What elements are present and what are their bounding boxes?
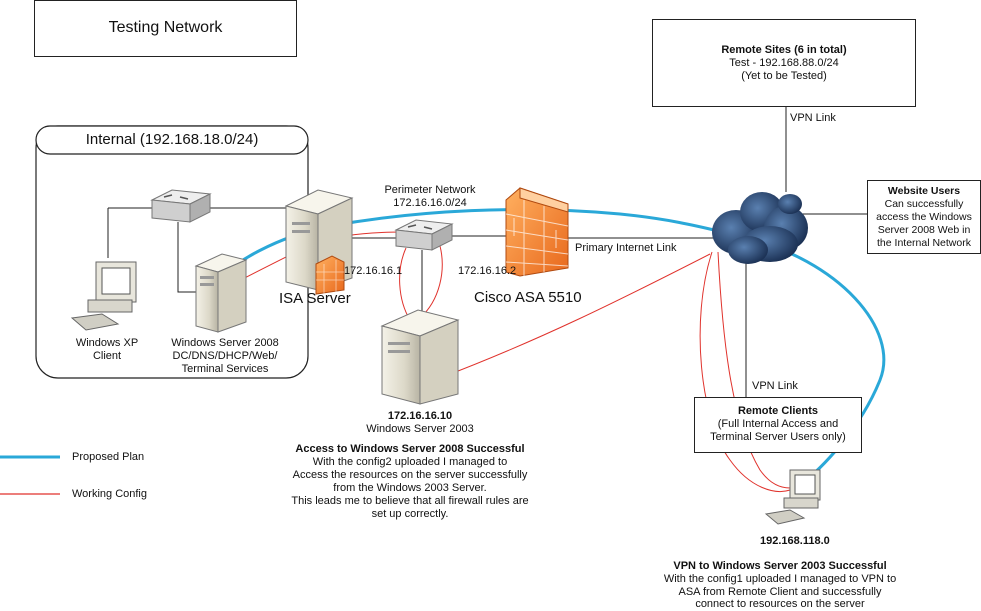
title-box: Testing Network xyxy=(34,0,297,57)
isa-server-label: ISA Server xyxy=(279,290,351,307)
vpn-note-title: VPN to Windows Server 2003 Successful xyxy=(673,560,887,572)
remote-client-workstation-icon xyxy=(764,469,821,525)
perimeter-network-subnet: 172.16.16.0/24 xyxy=(393,197,467,209)
remote-sites-status: (Yet to be Tested) xyxy=(741,70,827,82)
internal-switch-icon xyxy=(150,189,212,223)
win2003-name-label: Windows Server 2003 xyxy=(366,423,474,435)
website-users-title: Website Users xyxy=(887,185,961,197)
vpn-note-line1: With the config1 uploaded I managed to V… xyxy=(663,573,897,585)
remote-clients-box: Remote Clients (Full Internal Access and… xyxy=(694,397,862,453)
vpn-link-label-top: VPN Link xyxy=(790,112,836,124)
legend-proposed-label: Proposed Plan xyxy=(72,451,145,463)
perimeter-switch-icon xyxy=(394,219,454,251)
remote-sites-subnet: Test - 192.168.88.0/24 xyxy=(729,57,839,69)
windows-xp-workstation-icon xyxy=(70,261,137,331)
remote-client-ip-label: 192.168.118.0 xyxy=(760,535,830,547)
cisco-asa-label: Cisco ASA 5510 xyxy=(474,289,582,306)
website-users-box: Website Users Can successfully access th… xyxy=(867,180,981,254)
remote-sites-box: Remote Sites (6 in total) Test - 192.168… xyxy=(652,19,916,107)
website-users-line4: Server 2008 Web in xyxy=(877,224,971,236)
win2008-label-1: Windows Server 2008 xyxy=(171,337,279,349)
website-users-line2: Can successfully xyxy=(884,198,964,210)
remote-sites-title: Remote Sites (6 in total) xyxy=(721,44,847,56)
perimeter-network-label: Perimeter Network xyxy=(384,184,476,196)
network-links xyxy=(107,106,868,398)
vpn-note-line3: connect to resources on the server xyxy=(695,598,865,610)
access-note-line1: With the config2 uploaded I managed to xyxy=(312,456,508,468)
legend-working-label: Working Config xyxy=(72,488,147,500)
access-note-line4: This leads me to believe that all firewa… xyxy=(291,495,529,507)
internal-network-label: Internal (192.168.18.0/24) xyxy=(85,131,259,148)
isa-firewall-icon xyxy=(315,255,345,295)
access-note-line2: Access the resources on the server succe… xyxy=(292,469,528,481)
primary-internet-link-label: Primary Internet Link xyxy=(575,242,677,254)
win2008-label-3: Terminal Services xyxy=(181,363,269,375)
remote-clients-title: Remote Clients xyxy=(737,405,819,417)
working-path-internet-client xyxy=(699,251,791,492)
win2003-ip-label: 172.16.16.10 xyxy=(387,410,453,422)
asa-ip-label: 172.16.16.2 xyxy=(458,265,517,277)
remote-clients-line2: (Full Internal Access and xyxy=(717,418,839,430)
diagram-title: Testing Network xyxy=(108,19,223,36)
website-users-line5: the Internal Network xyxy=(877,237,971,249)
xp-client-label-1: Windows XP xyxy=(75,337,139,349)
internal-network-header xyxy=(35,125,309,155)
access-note-line5: set up correctly. xyxy=(371,508,449,520)
xp-client-label-2: Client xyxy=(92,350,122,362)
win2008-label-2: DC/DNS/DHCP/Web/ xyxy=(172,350,278,362)
access-note-title: Access to Windows Server 2008 Successful xyxy=(295,443,525,455)
website-users-line3: access the Windows xyxy=(876,211,972,223)
internet-cloud-icon xyxy=(712,192,808,264)
link-switch-2008 xyxy=(177,222,196,293)
working-path-perimeter-2003-b xyxy=(419,245,443,319)
vpn-note-line2: ASA from Remote Client and successfully xyxy=(678,586,882,598)
working-path-2003-internet xyxy=(439,253,711,379)
windows-server-2003-icon xyxy=(380,309,460,405)
remote-clients-line3: Terminal Server Users only) xyxy=(710,431,846,443)
isa-ip-label: 172.16.16.1 xyxy=(344,265,403,277)
cisco-asa-firewall-icon xyxy=(505,187,569,277)
working-path-perimeter-2003 xyxy=(399,247,411,321)
access-note-line3: from the Windows 2003 Server. xyxy=(333,482,487,494)
vpn-link-label-bottom: VPN Link xyxy=(752,380,798,392)
windows-server-2008-icon xyxy=(194,253,248,333)
